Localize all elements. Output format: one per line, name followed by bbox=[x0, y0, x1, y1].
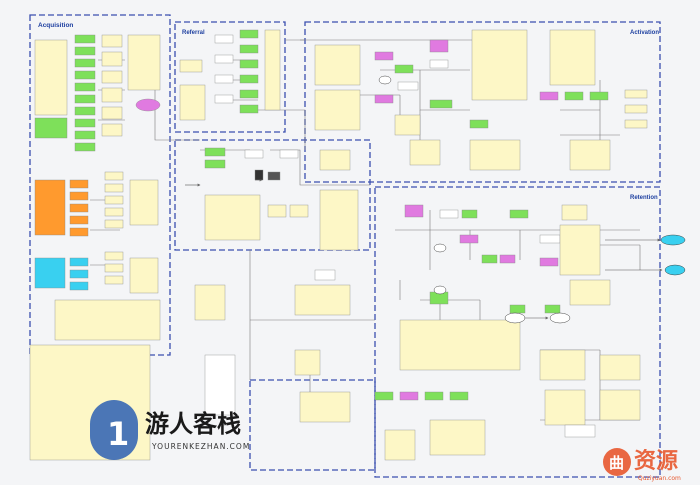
retention-title: Retention bbox=[630, 195, 658, 201]
bottom-nodes bbox=[29, 344, 486, 461]
watermark-right-cn: 资源 bbox=[634, 449, 678, 474]
svg-text:1: 1 bbox=[107, 415, 129, 453]
acquisition-title: Acquisition bbox=[38, 22, 73, 29]
watermark-left: 1 游人客栈 YOURENKEZHAN.COM bbox=[90, 400, 250, 460]
acquisition-nodes bbox=[34, 34, 161, 341]
referral-frame bbox=[174, 21, 286, 133]
retention-nodes bbox=[399, 204, 641, 438]
svg-text:曲: 曲 bbox=[609, 454, 624, 472]
watermark-right-en: Quziyuan.com bbox=[638, 475, 681, 482]
activation-frame bbox=[304, 21, 661, 183]
watermark-right: 曲 资源 Quziyuan.com bbox=[603, 448, 681, 482]
retention-frame bbox=[374, 186, 661, 478]
activation-title: Activation bbox=[630, 30, 659, 36]
referral-title: Referral bbox=[182, 30, 205, 36]
watermark-left-en: YOURENKEZHAN.COM bbox=[151, 442, 250, 451]
core-frame bbox=[174, 139, 371, 251]
core-nodes bbox=[194, 147, 359, 321]
watermark-left-cn: 游人客栈 bbox=[145, 410, 241, 438]
activation-nodes bbox=[314, 29, 648, 171]
referral-nodes bbox=[179, 29, 281, 121]
terminal-nodes bbox=[378, 75, 686, 324]
